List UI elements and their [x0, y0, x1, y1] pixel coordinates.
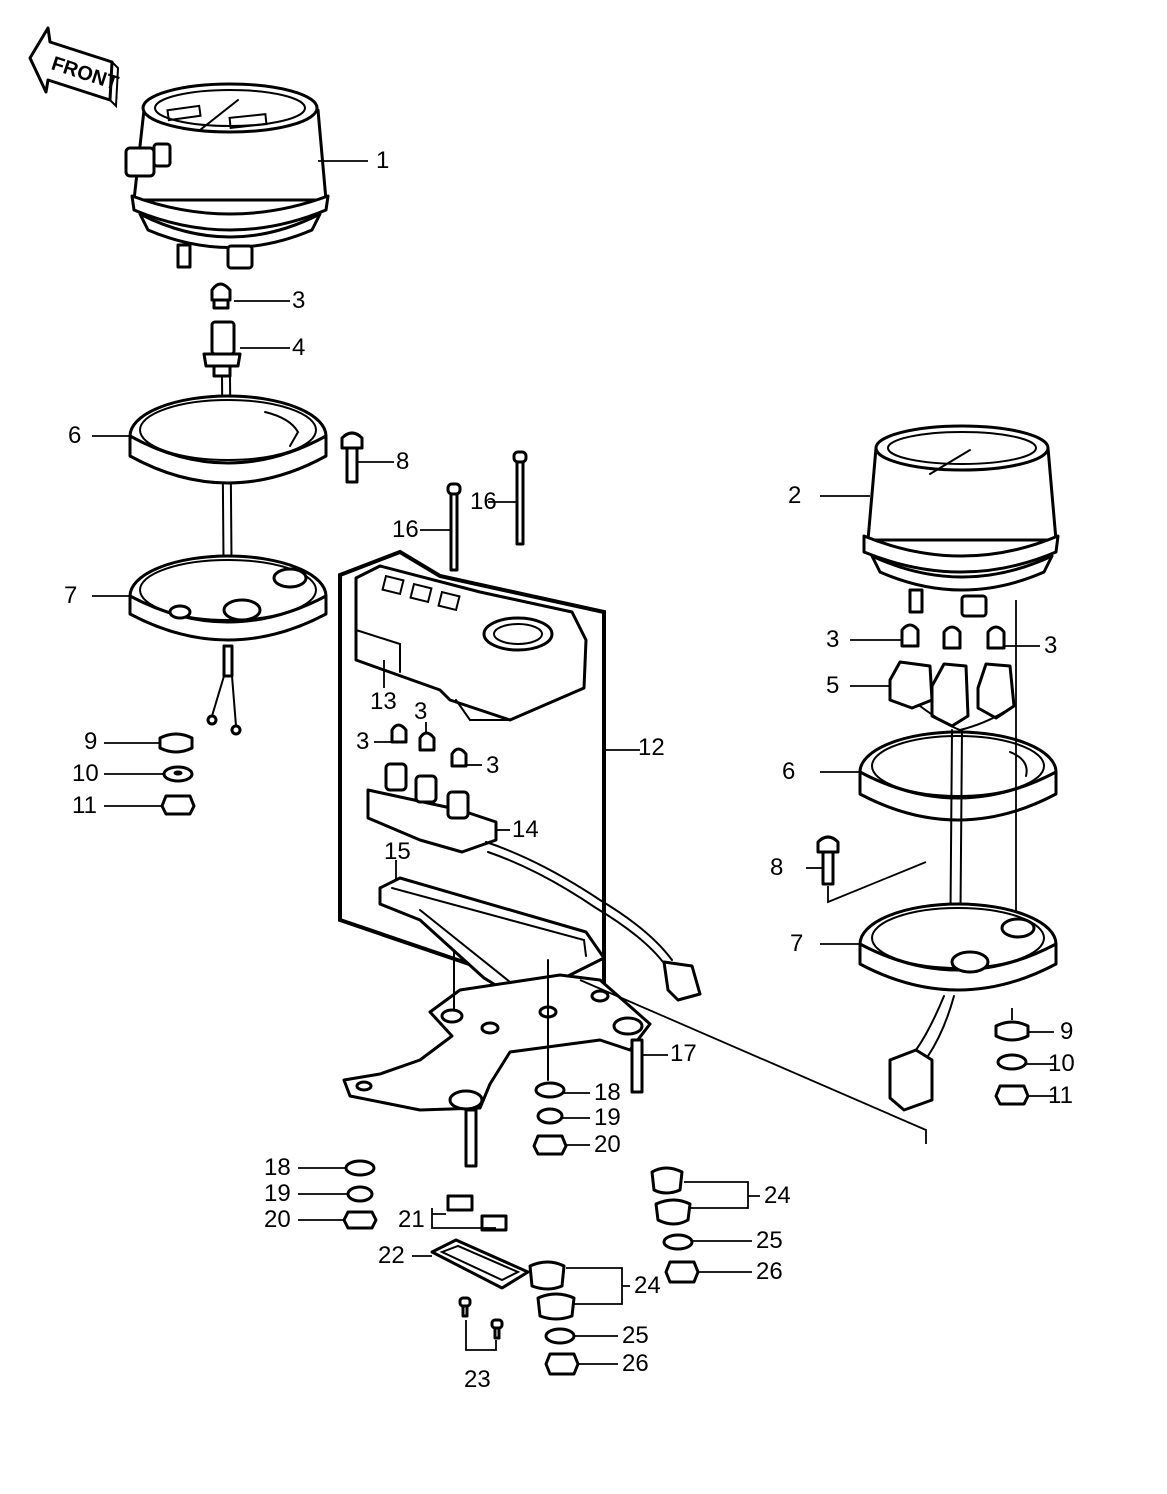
washer-icon: [162, 765, 194, 783]
plate-icon: [430, 1238, 530, 1290]
callout-5: 5: [826, 672, 840, 699]
callout-26: 26: [756, 1258, 783, 1285]
meter-stay-bracket: [342, 973, 652, 1168]
callout-7: 7: [64, 582, 78, 609]
front-arrow-icon: FRONT: [28, 26, 121, 109]
callout-20: 20: [264, 1206, 291, 1233]
callout-22: 22: [378, 1242, 405, 1269]
callout-15: 15: [384, 838, 411, 865]
callout-25: 25: [622, 1322, 649, 1349]
callout-18: 18: [264, 1154, 291, 1181]
indicator-cover: [354, 564, 588, 722]
callout-9: 9: [84, 728, 98, 755]
callout-23: 23: [464, 1366, 491, 1393]
speedometer-unit: [124, 82, 330, 270]
tacho-bulbs: [900, 623, 1006, 650]
tacho-sockets: [888, 660, 1016, 732]
small-screw-icon: [458, 1296, 504, 1340]
lower-rubber-set: [528, 1260, 580, 1376]
meter-case-left: [128, 554, 328, 642]
callout-1: 1: [376, 147, 390, 174]
callout-8: 8: [770, 854, 784, 881]
callout-3: 3: [486, 752, 500, 779]
screw-icon-right: [816, 835, 840, 886]
callout-3: 3: [414, 698, 428, 725]
callout-21: 21: [398, 1206, 425, 1233]
bulb-icon: [210, 282, 232, 310]
tachometer-unit: [862, 424, 1060, 618]
callout-16: 16: [392, 516, 419, 543]
damper-icon: [158, 732, 194, 754]
callout-16: 16: [470, 488, 497, 515]
callout-7: 7: [790, 930, 804, 957]
grommet-icon: [446, 1194, 508, 1232]
nut-icon: [160, 794, 196, 816]
meter-case-right: [858, 902, 1058, 992]
callout-3: 3: [356, 728, 370, 755]
callout-6: 6: [782, 758, 796, 785]
callout-24: 24: [764, 1182, 791, 1209]
callout-10: 10: [72, 760, 99, 787]
callout-3: 3: [292, 287, 306, 314]
callout-14: 14: [512, 816, 539, 843]
callout-2: 2: [788, 482, 802, 509]
callout-8: 8: [396, 448, 410, 475]
callout-10: 10: [1048, 1050, 1075, 1077]
right-fasteners: [994, 1020, 1030, 1106]
callout-6: 6: [68, 422, 82, 449]
callout-24: 24: [634, 1272, 661, 1299]
lower-fasteners: [342, 1159, 378, 1230]
center-fasteners: [532, 1081, 568, 1156]
meter-cover-left: [128, 394, 328, 485]
bolt-icon: [446, 450, 528, 572]
callout-12: 12: [638, 734, 665, 761]
callout-3: 3: [826, 626, 840, 653]
callout-13: 13: [370, 688, 397, 715]
callout-11: 11: [1048, 1082, 1073, 1109]
callout-17: 17: [670, 1040, 697, 1067]
callout-19: 19: [594, 1104, 621, 1131]
socket-block: [366, 762, 702, 1002]
callout-11: 11: [72, 792, 97, 819]
callout-25: 25: [756, 1227, 783, 1254]
callout-18: 18: [594, 1079, 621, 1106]
screw-icon: [340, 431, 364, 484]
meter-cover-right: [858, 730, 1058, 822]
callout-20: 20: [594, 1131, 621, 1158]
callout-4: 4: [292, 334, 306, 361]
callout-9: 9: [1060, 1018, 1074, 1045]
callout-19: 19: [264, 1180, 291, 1207]
socket-icon: [202, 320, 242, 378]
callout-3: 3: [1044, 632, 1058, 659]
callout-26: 26: [622, 1350, 649, 1377]
indicator-bulbs: [390, 723, 468, 768]
upper-rubber-set: [650, 1166, 700, 1284]
